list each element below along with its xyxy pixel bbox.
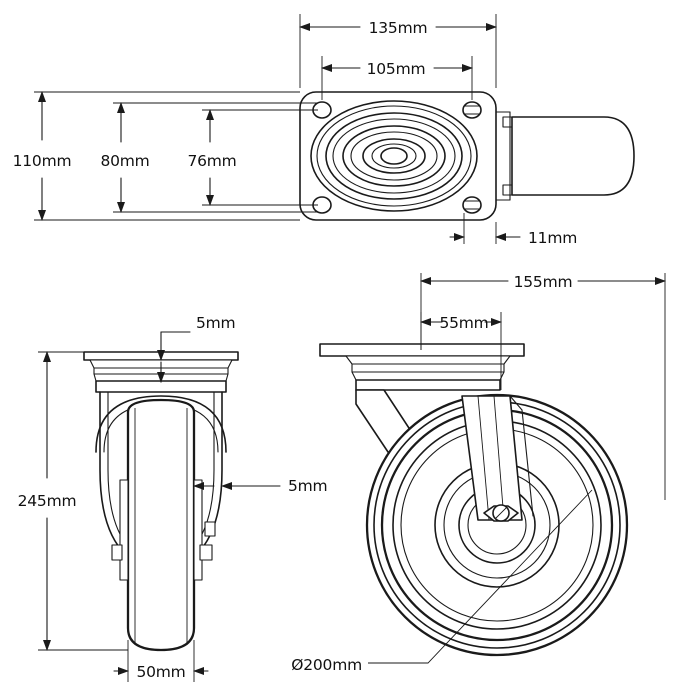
dim-label-5mm-thickness: 5mm — [196, 314, 235, 332]
front-view-axle-right — [199, 544, 213, 561]
mounting-hole-bottom-right — [462, 196, 482, 214]
dim-label-80mm: 80mm — [100, 152, 149, 170]
front-view-axle-nut — [204, 521, 216, 537]
side-view-swivel-housing — [355, 379, 501, 391]
dim-bolt-spacing-length: 105mm — [321, 56, 473, 100]
dim-swivel-radius: 155mm — [420, 273, 666, 500]
front-view-hub-plate-left — [119, 479, 129, 581]
dim-label-110mm: 110mm — [13, 152, 72, 170]
front-view-hub-plate-right — [193, 479, 203, 581]
fork-strap-outer — [95, 395, 227, 453]
front-view-axle-left — [111, 544, 123, 561]
side-view-plate-chamfer — [345, 355, 511, 365]
top-view-wheel-body — [511, 116, 635, 196]
dim-label-5mm-tread: 5mm — [288, 477, 327, 495]
dim-overall-height: 245mm — [18, 351, 128, 651]
fork-leg-edge-2 — [493, 395, 505, 521]
top-plate-view: 135mm 105mm 110mm 80mm — [13, 14, 635, 247]
hole-slot-br — [465, 200, 479, 210]
dim-label-245mm: 245mm — [18, 492, 77, 510]
dim-plate-thickness: 5mm — [157, 314, 236, 383]
top-view-plate-step — [495, 111, 511, 201]
side-view-raceway-band-1 — [351, 363, 505, 373]
side-wheel-view: Ø200mm 155mm 55mm — [291, 273, 666, 674]
fork-leg-edge-1 — [477, 395, 490, 521]
dim-plate-length: 135mm — [299, 14, 497, 88]
dim-bolt-spacing-outer: 80mm — [100, 102, 318, 213]
dim-label-55mm: 55mm — [439, 314, 488, 332]
dim-wheel-width: 50mm — [113, 640, 209, 682]
side-view-raceway-band-2 — [351, 371, 505, 381]
fork-leg-back — [521, 409, 534, 517]
dim-label-155mm: 155mm — [514, 273, 573, 291]
dim-bolt-spacing-inner: 76mm — [187, 109, 318, 206]
mounting-hole-top-right — [462, 101, 482, 119]
axle-bore-slash — [494, 506, 508, 520]
dim-plate-width: 110mm — [13, 91, 300, 221]
dim-label-105mm: 105mm — [367, 60, 426, 78]
dim-label-11mm: 11mm — [528, 229, 577, 247]
front-view-wheel — [126, 398, 196, 652]
dim-tread-offset: 5mm — [193, 477, 328, 495]
dim-label-diameter-200mm: Ø200mm — [291, 656, 362, 674]
fork-leg-bevel — [509, 395, 523, 411]
diameter-leader-line — [368, 489, 593, 664]
front-view-swivel-housing — [95, 380, 227, 393]
dim-edge-offset: 11mm — [449, 213, 577, 247]
dim-label-76mm: 76mm — [187, 152, 236, 170]
dim-kingpin-offset: 55mm — [420, 312, 502, 390]
dim-label-135mm: 135mm — [369, 19, 428, 37]
hole-slot-tr — [465, 105, 479, 115]
side-view-top-plate — [319, 343, 525, 357]
dim-label-50mm: 50mm — [136, 663, 185, 681]
front-wheel-view: 5mm 5mm 245mm 50mm — [18, 314, 328, 682]
top-view-swivel-raceway — [310, 100, 478, 212]
